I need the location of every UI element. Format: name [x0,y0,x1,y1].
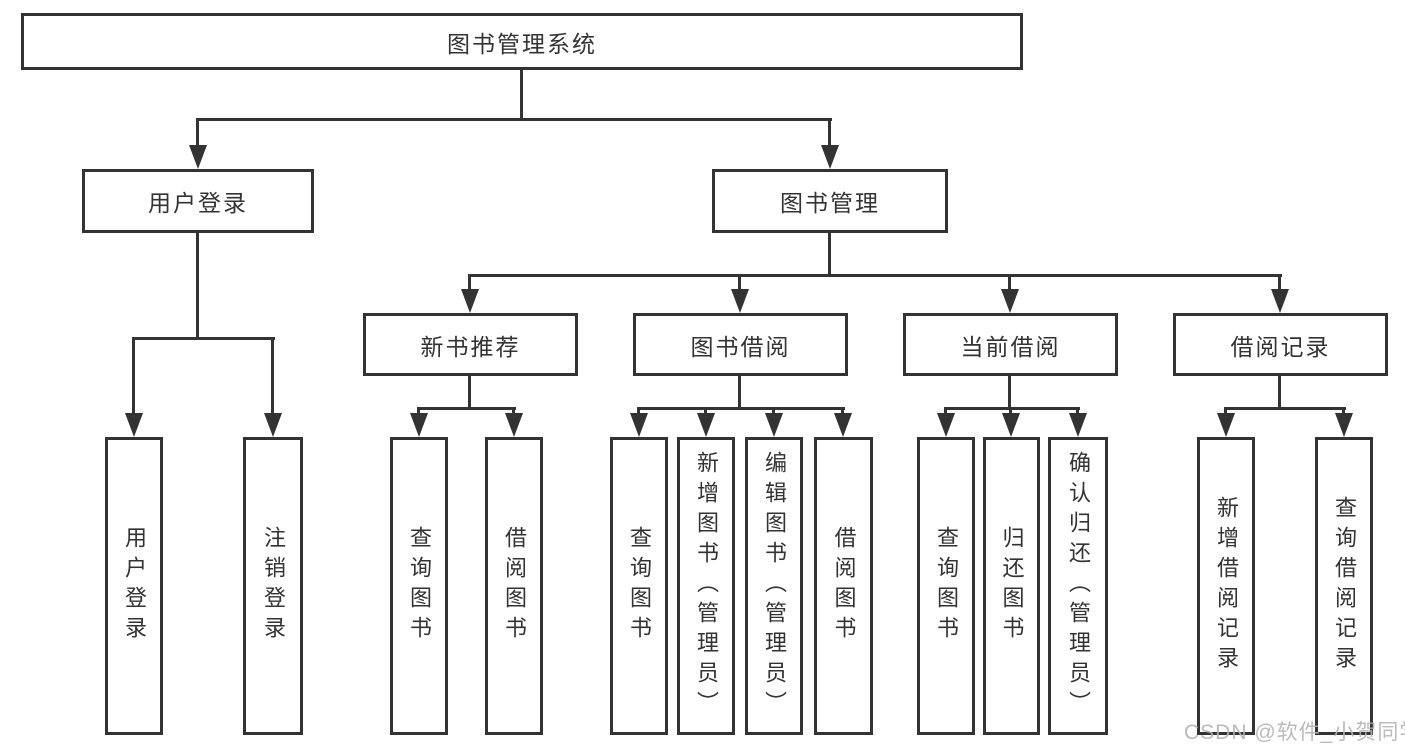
csdn-watermark: CSDN @软件_小贺同学 [1184,721,1405,744]
connector-drop [828,118,831,147]
leaf-add-books-admin-label: 新增图书（管理员） [694,451,719,721]
leaf-return-books-label: 归还图书 [999,526,1025,646]
leaf-query-borrow-record-label: 查询借阅记录 [1332,496,1357,676]
leaf-query-books-recommend: 查询图书 [390,437,448,735]
node-book-management-branch: 图书管理 [712,169,948,233]
connector-rail [944,407,1080,410]
node-user-login-branch-label: 用户登录 [148,190,248,216]
leaf-edit-books-admin: 编辑图书（管理员） [745,437,803,735]
connector-drop [1008,274,1011,291]
connector-drop [637,407,640,415]
connector-drop [944,407,947,415]
arrow-down-icon [697,413,715,437]
connector-stub [1008,376,1011,410]
leaf-add-borrow-record-label: 新增借阅记录 [1214,496,1239,676]
leaf-add-books-admin: 新增图书（管理员） [677,437,735,735]
leaf-confirm-return-admin-label: 确认归还（管理员） [1066,451,1091,721]
connector-stub [828,233,831,277]
connector-drop [704,407,707,415]
leaf-borrow-books-recommend-label: 借阅图书 [502,526,527,646]
connector-stub [1278,376,1281,410]
connector-drop [1009,407,1012,415]
leaf-query-books-borrow-label: 查询图书 [627,526,652,646]
connector-drop [468,274,471,291]
connector-drop [841,407,844,415]
node-new-book-recommend: 新书推荐 [363,313,578,376]
node-current-borrowing-label: 当前借阅 [960,333,1061,360]
arrow-down-icon [410,413,428,437]
connector-drop [772,407,775,415]
arrow-down-icon [1002,413,1020,437]
arrow-down-icon [264,413,282,437]
arrow-down-icon [1001,289,1019,313]
connector-drop [1342,407,1345,415]
leaf-user-login: 用户登录 [105,437,163,735]
leaf-borrow-books-recommend: 借阅图书 [485,437,543,735]
leaf-add-borrow-record: 新增借阅记录 [1197,437,1255,735]
leaf-logout-label: 注销登录 [261,526,286,646]
connector-drop [738,274,741,291]
connector-rail [417,407,516,410]
arrow-down-icon [765,413,783,437]
arrow-down-icon [1335,413,1353,437]
leaf-query-borrow-record: 查询借阅记录 [1315,437,1373,735]
leaf-query-books-recommend-label: 查询图书 [407,526,432,646]
connector-drop [1224,407,1227,415]
connector-drop [1278,274,1281,291]
connector-drop [417,407,420,415]
leaf-user-login-label: 用户登录 [122,526,147,646]
arrow-down-icon [731,289,749,313]
connector-rail [196,118,832,121]
connector-rail [132,337,275,340]
leaf-query-books-current-label: 查询图书 [934,526,959,646]
arrow-down-icon [189,145,207,169]
leaf-query-books-current: 查询图书 [917,437,975,735]
leaf-confirm-return-admin: 确认归还（管理员） [1048,437,1108,735]
node-user-login-branch: 用户登录 [82,169,314,233]
arrow-down-icon [1069,413,1087,437]
node-root-label: 图书管理系统 [447,30,597,57]
connector-drop [512,407,515,415]
leaf-return-books: 归还图书 [983,437,1040,735]
node-book-management-branch-label: 图书管理 [780,190,880,216]
connector-drop [196,118,199,147]
leaf-borrow-books: 借阅图书 [814,437,873,735]
connector-drop [271,337,274,415]
node-book-borrowing-label: 图书借阅 [690,333,791,360]
node-current-borrowing: 当前借阅 [903,313,1118,376]
connector-rail [637,407,845,410]
arrow-down-icon [1271,289,1289,313]
node-new-book-recommend-label: 新书推荐 [420,333,521,360]
connector-drop [1076,407,1079,415]
leaf-logout: 注销登录 [243,437,303,735]
connector-stub [738,376,741,410]
arrow-down-icon [461,289,479,313]
node-borrowing-records-label: 借阅记录 [1230,333,1331,360]
arrow-down-icon [1217,413,1235,437]
connector-stub [520,70,523,121]
arrow-down-icon [834,413,852,437]
arrow-down-icon [937,413,955,437]
connector-stub [468,376,471,410]
arrow-down-icon [630,413,648,437]
connector-rail [468,274,1282,277]
leaf-query-books-borrow: 查询图书 [610,437,668,735]
node-root: 图书管理系统 [21,13,1023,70]
leaf-borrow-books-label: 借阅图书 [831,526,857,646]
node-borrowing-records: 借阅记录 [1173,313,1388,376]
node-book-borrowing: 图书借阅 [633,313,848,376]
connector-rail [1224,407,1346,410]
arrow-down-icon [125,413,143,437]
connector-stub [196,233,199,340]
connector-drop [132,337,135,415]
arrow-down-icon [505,413,523,437]
leaf-edit-books-admin-label: 编辑图书（管理员） [762,451,787,721]
arrow-down-icon [821,145,839,169]
